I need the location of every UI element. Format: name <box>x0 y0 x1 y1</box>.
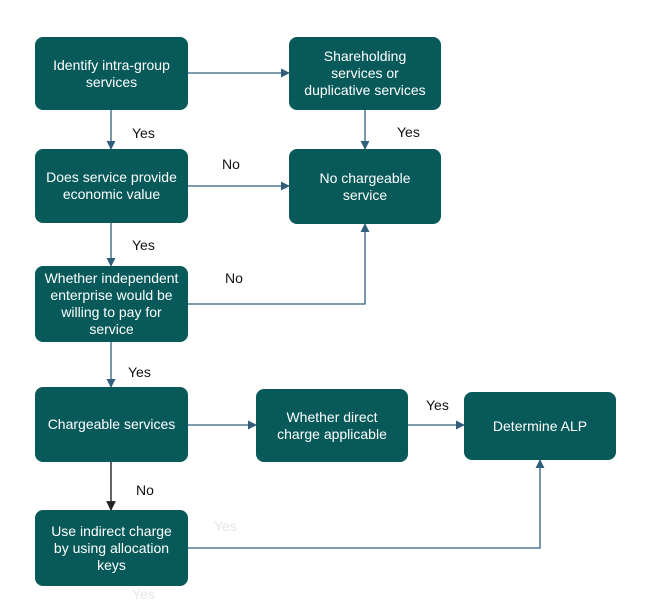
node-identify-intra-group-services: Identify intra-group services <box>35 37 188 110</box>
node-determine-alp: Determine ALP <box>464 392 616 460</box>
ghost-label-yes-bottom: Yes <box>132 586 155 602</box>
node-chargeable-services: Chargeable services <box>35 387 188 462</box>
node-shareholding-services: Shareholding services or duplicative ser… <box>289 37 441 110</box>
node-indirect-charge: Use indirect charge by using allocation … <box>35 510 188 586</box>
label-yes-direct-charge: Yes <box>426 397 449 413</box>
label-yes-shareholding: Yes <box>397 124 420 140</box>
node-no-chargeable-service: No chargeable service <box>289 149 441 224</box>
arrow-independent-to-no-chargeable <box>188 223 370 305</box>
label-yes-economic-value: Yes <box>132 237 155 253</box>
ghost-label-yes-indirect: Yes <box>214 518 237 534</box>
label-no-independent: No <box>225 270 243 286</box>
arrow-indirect-charge-to-alp <box>188 459 545 549</box>
label-yes-independent: Yes <box>128 364 151 380</box>
node-independent-enterprise: Whether independent enterprise would be … <box>35 266 188 342</box>
label-no-chargeable: No <box>136 482 154 498</box>
node-direct-charge: Whether direct charge applicable <box>256 389 408 462</box>
node-economic-value: Does service provide economic value <box>35 149 188 223</box>
label-no-economic-value: No <box>222 156 240 172</box>
label-yes-identify: Yes <box>132 125 155 141</box>
